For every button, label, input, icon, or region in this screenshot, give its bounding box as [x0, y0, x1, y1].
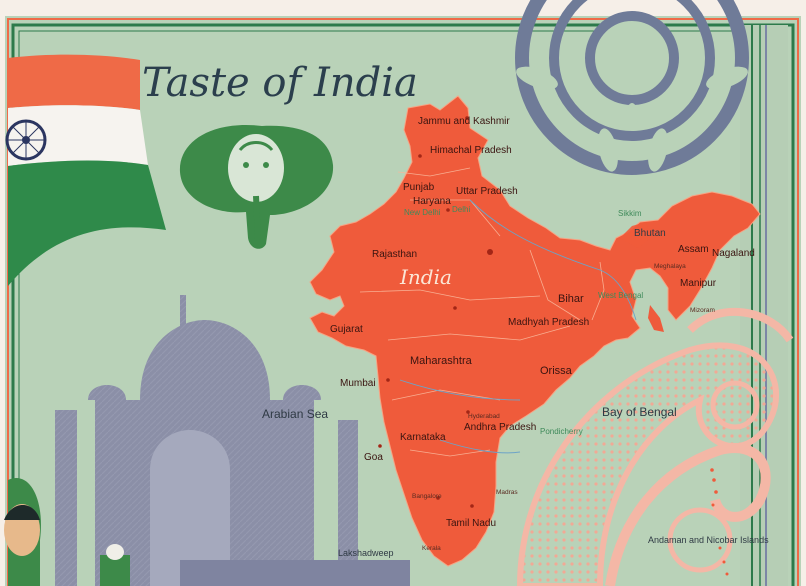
label-orissa: Orissa [540, 365, 573, 377]
label-arabian-sea: Arabian Sea [262, 407, 328, 421]
label-haryana: Haryana [413, 196, 451, 207]
label-pondicherry: Pondicherry [540, 427, 583, 436]
label-delhi: Delhi [452, 205, 470, 214]
label-manipur: Manipur [680, 278, 717, 289]
label-assam: Assam [678, 244, 709, 255]
label-madhya-pradesh: Madhyah Pradesh [508, 317, 589, 328]
label-tamil-nadu: Tamil Nadu [446, 518, 496, 529]
label-goa: Goa [364, 452, 383, 463]
label-maharashtra: Maharashtra [410, 355, 473, 367]
elephant-icon [179, 124, 334, 249]
label-india: India [399, 265, 452, 289]
label-gujarat: Gujarat [330, 324, 363, 335]
taj-mahal-icon [55, 295, 358, 586]
label-jammu-kashmir: Jammu and Kashmir [418, 116, 510, 127]
label-lakshadweep: Lakshadweep [338, 548, 394, 558]
label-bihar: Bihar [558, 293, 584, 305]
label-mizoram: Mizoram [690, 307, 715, 314]
label-sikkim: Sikkim [618, 209, 642, 218]
india-flag-icon [5, 54, 166, 286]
border-red [7, 18, 799, 586]
label-uttar-pradesh: Uttar Pradesh [456, 186, 518, 197]
label-himachal-pradesh: Himachal Pradesh [430, 145, 512, 156]
label-kerala: Kerala [422, 545, 441, 552]
label-punjab: Punjab [403, 182, 435, 193]
label-bhutan: Bhutan [634, 228, 666, 239]
label-west-bengal: West Bengal [598, 291, 643, 300]
label-karnataka: Karnataka [400, 432, 446, 443]
border-green [11, 23, 795, 586]
paisley-icon [516, 307, 794, 586]
india-landmass [309, 95, 761, 567]
label-andhra-pradesh: Andhra Pradesh [464, 422, 536, 433]
label-mumbai: Mumbai [340, 378, 376, 389]
label-new-delhi: New Delhi [404, 208, 441, 217]
dancer-illustration [4, 478, 410, 586]
label-rajasthan: Rajasthan [372, 249, 417, 260]
label-bay-of-bengal: Bay of Bengal [602, 405, 677, 419]
page-title: Taste of India [142, 60, 418, 106]
label-nagaland: Nagaland [712, 248, 755, 259]
mandala-icon [515, 0, 749, 175]
label-andaman-nicobar: Andaman and Nicobar Islands [648, 535, 769, 545]
label-bangalore: Bangalore [412, 493, 442, 500]
india-map: Jammu and Kashmir Himachal Pradesh Punja… [262, 95, 769, 576]
label-madras: Madras [496, 489, 518, 496]
label-hyderabad: Hyderabad [468, 413, 500, 420]
label-meghalaya: Meghalaya [654, 263, 686, 270]
